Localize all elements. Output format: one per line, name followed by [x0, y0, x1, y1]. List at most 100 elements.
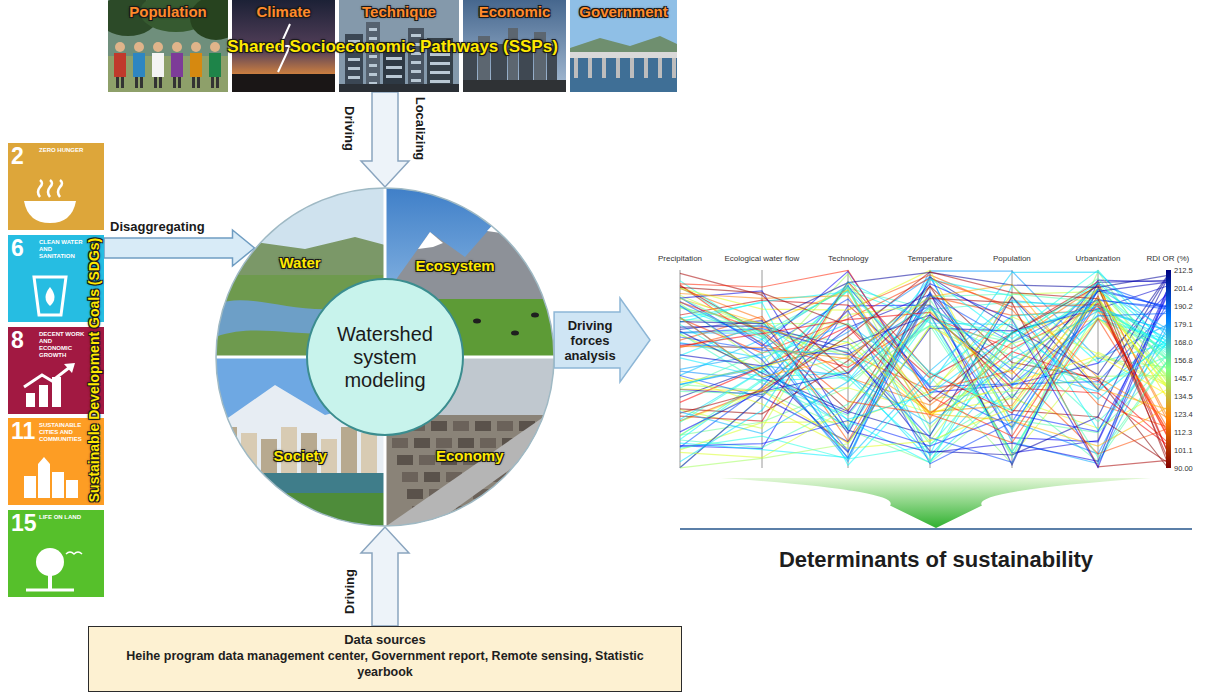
- scene-rect: [430, 44, 450, 47]
- bowl-icon: [24, 201, 76, 223]
- scene-rect: [121, 77, 124, 88]
- scene-rect: [348, 76, 360, 79]
- scene-polygon: [570, 36, 677, 60]
- scene-rect: [411, 43, 421, 46]
- bridge-pillar: [616, 58, 620, 78]
- data-line: [680, 276, 1168, 436]
- house: [529, 455, 545, 465]
- ground-line: [26, 589, 74, 592]
- building-icon: [52, 472, 64, 498]
- scene-rect: [411, 79, 421, 82]
- data-line: [680, 289, 1168, 459]
- bridge-pillar: [658, 58, 662, 78]
- scene-rect: [348, 49, 360, 52]
- scene-rect: [339, 84, 459, 92]
- model-title: Watershed system modeling: [315, 323, 455, 392]
- data-line: [680, 342, 1168, 414]
- scene-rect: [114, 53, 126, 77]
- goal-number: 15: [11, 510, 37, 536]
- funnel-arrow: [721, 478, 1151, 528]
- scene-circle: [210, 42, 220, 52]
- tile-label: Population: [108, 3, 228, 20]
- data-line: [680, 284, 1168, 409]
- data-line: [680, 289, 1168, 434]
- arrow-label: Driving forces analysis: [556, 318, 624, 363]
- data-line: [680, 319, 1168, 460]
- bridge-pillar: [672, 58, 676, 78]
- scene-rect: [140, 77, 143, 88]
- bird-icon: [66, 552, 82, 554]
- scene-rect: [154, 77, 157, 88]
- house: [544, 506, 555, 516]
- cattle: [511, 331, 519, 336]
- circle-outline: [216, 188, 554, 526]
- data-line: [680, 286, 1168, 468]
- goal-number: 2: [11, 143, 24, 169]
- scene-rect: [386, 48, 402, 51]
- data-line: [680, 303, 1168, 466]
- data-line: [680, 286, 1168, 464]
- scene-rect: [463, 80, 566, 92]
- scene-rect: [430, 53, 450, 56]
- building: [361, 433, 377, 473]
- tick-value: 212.5: [1174, 266, 1193, 275]
- cattle: [473, 319, 481, 324]
- house: [495, 489, 511, 499]
- tick-value: 190.2: [1174, 302, 1193, 311]
- tick-value: 112.3: [1174, 428, 1192, 437]
- house: [397, 455, 413, 465]
- goal-label: SUSTAINABLE CITIES AND COMMUNITIES: [39, 422, 85, 443]
- quadrant-pictures: [215, 187, 555, 527]
- data-line: [680, 299, 1168, 458]
- scene-rect: [171, 53, 183, 77]
- sdg-icon: 2ZERO HUNGER: [8, 143, 104, 230]
- scene-rect: [133, 53, 145, 77]
- tile-label: Economic: [463, 3, 566, 20]
- scene-rect: [408, 28, 424, 92]
- data-line: [680, 282, 1168, 379]
- data-line: [680, 287, 1168, 463]
- building: [341, 427, 357, 473]
- axis-title: Technology: [828, 254, 868, 263]
- house: [402, 472, 418, 482]
- house: [414, 438, 430, 448]
- tile-label: Government: [570, 3, 677, 20]
- quadrant-region: Society: [274, 447, 327, 464]
- scene-rect: [369, 37, 377, 40]
- scene-rect: [463, 0, 566, 92]
- scene-rect: [216, 77, 219, 88]
- trend-head: [64, 363, 75, 373]
- house: [534, 472, 550, 482]
- model-circle: Watershed system modelingWaterEcosystemS…: [215, 187, 555, 527]
- data-line: [680, 293, 1168, 451]
- scene-rect: [152, 53, 164, 77]
- bridge-pillar: [602, 58, 606, 78]
- house: [453, 421, 469, 431]
- goal-number: 11: [11, 418, 35, 444]
- house: [497, 421, 513, 431]
- goal-title: Sustainable Development Goals (SDGs): [86, 238, 102, 503]
- block-arrow: [361, 527, 409, 626]
- block-arrow: [361, 92, 409, 187]
- scene-rect: [339, 0, 459, 92]
- data-line: [680, 273, 1168, 467]
- parallel-lines: [650, 252, 1205, 478]
- tick-value: 145.7: [1174, 374, 1193, 383]
- bar-icon: [26, 393, 35, 407]
- scene-circle: [134, 42, 144, 52]
- tick-value: 123.4: [1174, 410, 1193, 419]
- scene-rect: [348, 40, 360, 43]
- house: [539, 489, 555, 499]
- scene-rect: [369, 55, 377, 58]
- bridge-deck: [570, 52, 677, 58]
- goal-column: Sustainable Development Goals (SDGs) 2ZER…: [8, 143, 104, 597]
- tick-value: 90.00: [1174, 464, 1193, 473]
- result-heading: Determinants of sustainability: [680, 528, 1192, 578]
- tick-value: 168.0: [1174, 338, 1193, 347]
- scene-rect: [192, 77, 195, 88]
- scene-rect: [430, 62, 450, 65]
- tick-value: 101.1: [1174, 446, 1193, 455]
- quadrant-region: Economy: [436, 447, 504, 464]
- box-heading: Data sources: [99, 632, 671, 648]
